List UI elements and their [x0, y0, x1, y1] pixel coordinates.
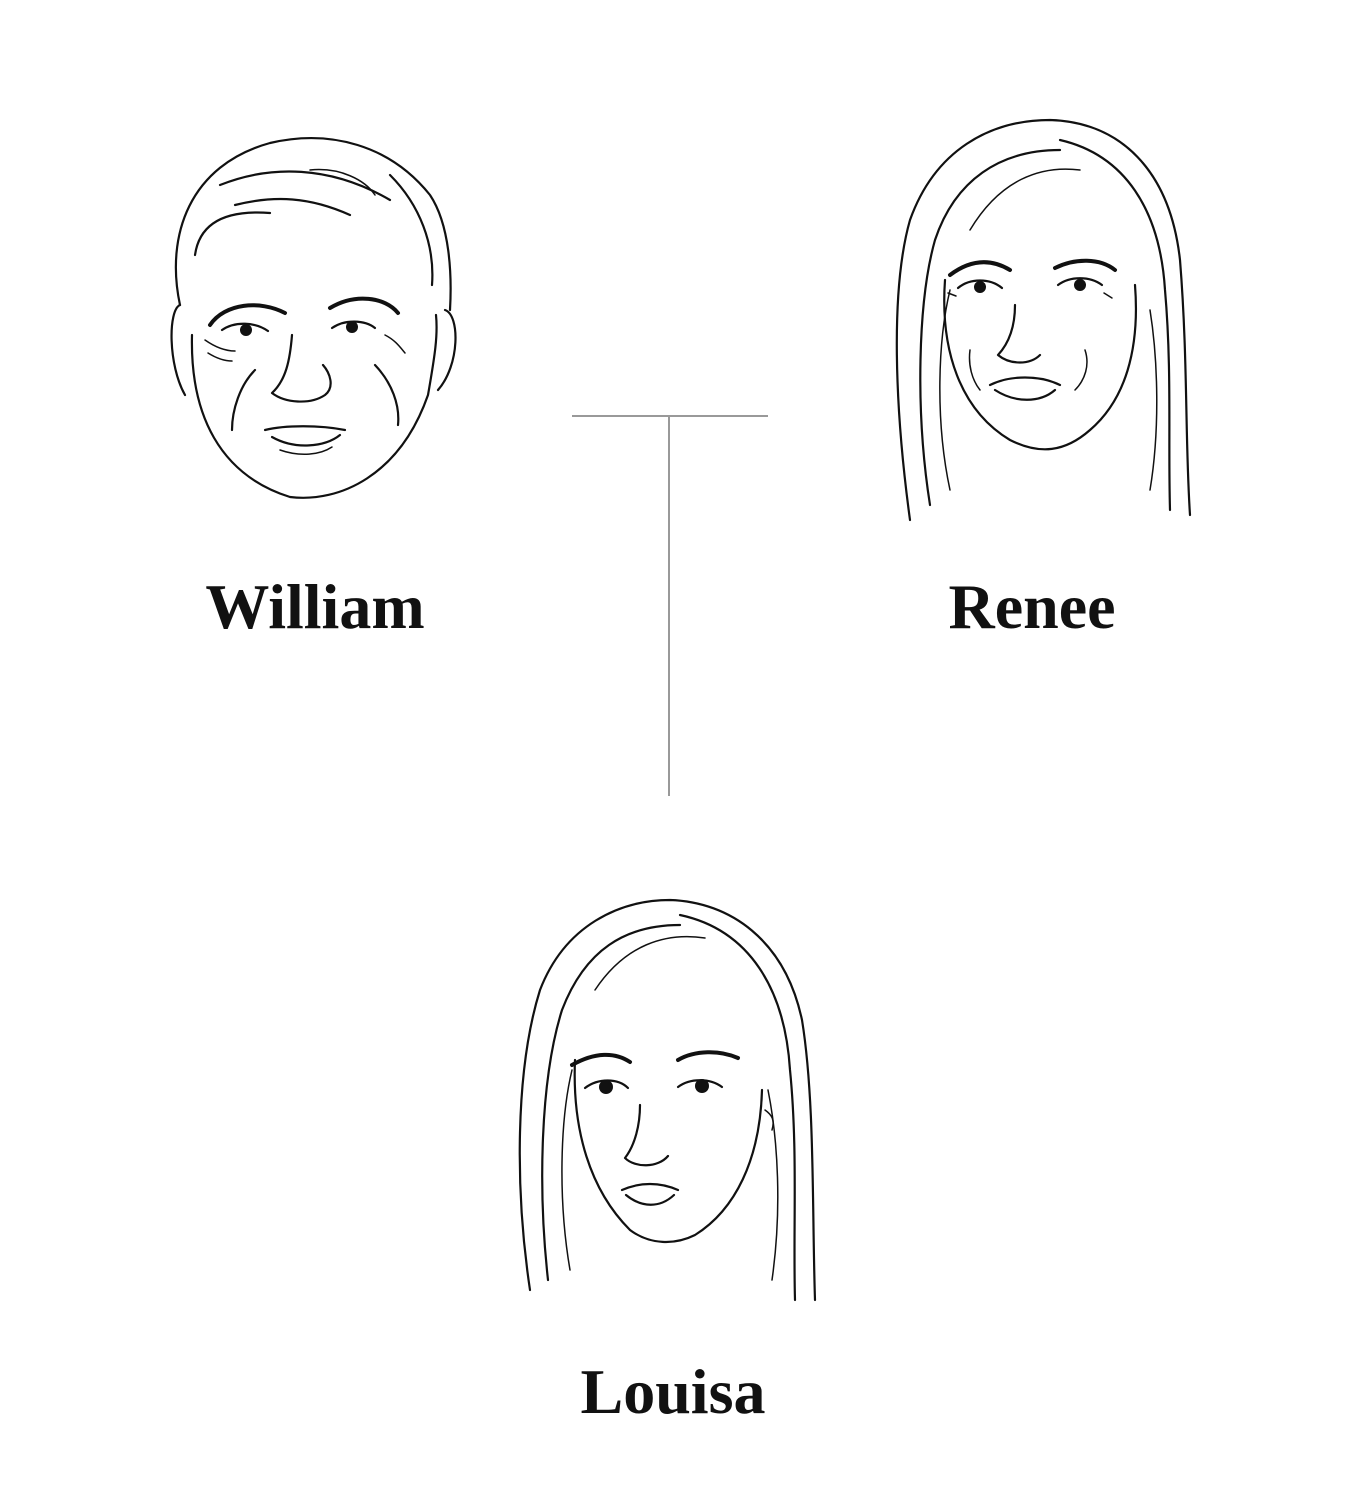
renee-name-label: Renee: [948, 571, 1116, 642]
louisa-name-label: Louisa: [580, 1356, 766, 1427]
william-portrait: [170, 137, 457, 499]
renee-portrait: [895, 118, 1192, 522]
william-name-label: William: [205, 571, 425, 642]
louisa-portrait: [518, 898, 817, 1302]
